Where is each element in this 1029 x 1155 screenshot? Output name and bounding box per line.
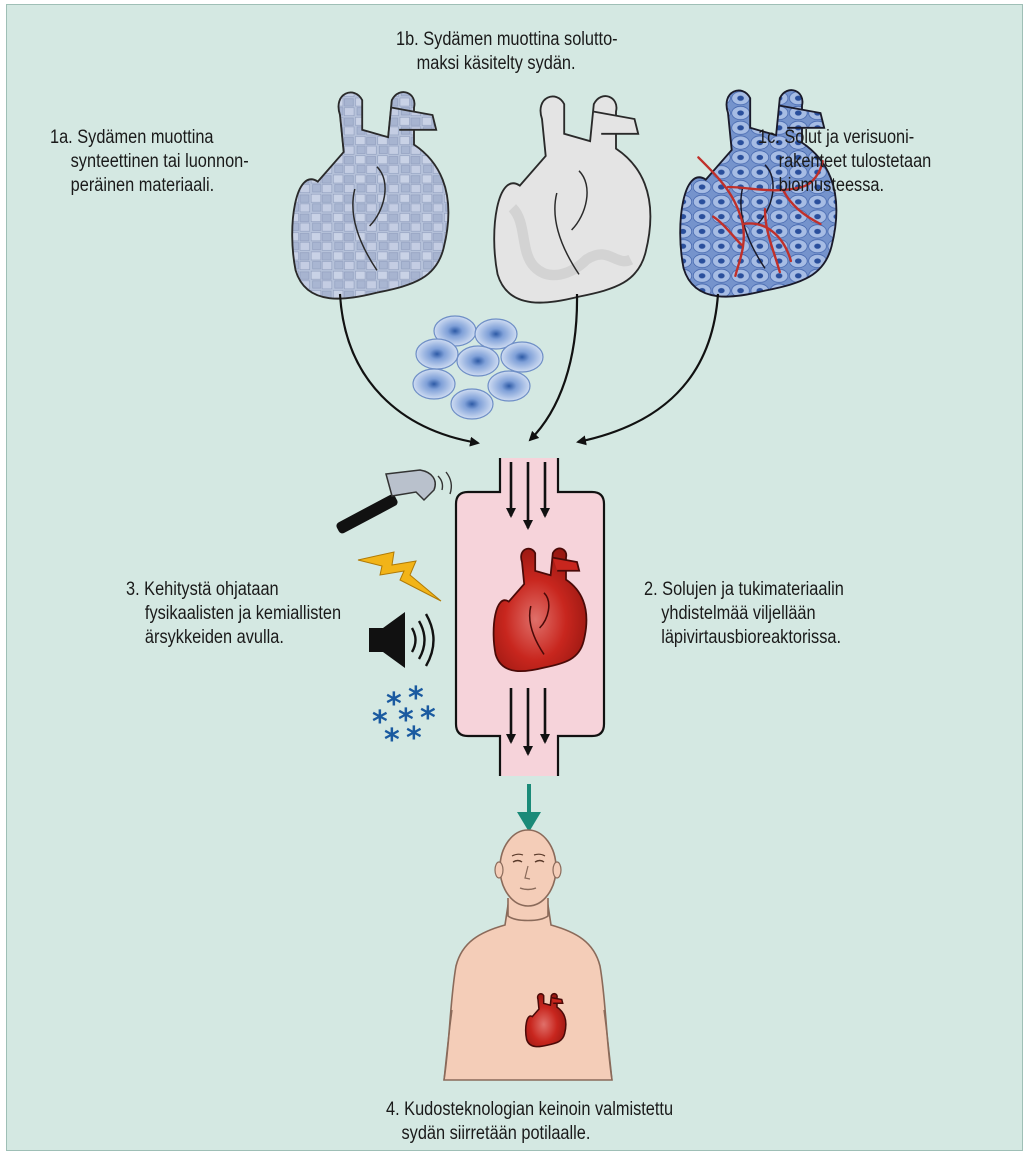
lightning-icon [358, 552, 441, 601]
svg-text:*: * [384, 723, 400, 758]
label-step-1b: 1b. Sydämen muottina solutto- maksi käsi… [396, 28, 618, 76]
hammer-icon [335, 470, 451, 535]
label-step-4: 4. Kudosteknologian keinoin valmistettu … [386, 1098, 673, 1146]
decellularized-heart-icon [494, 96, 650, 303]
svg-text:*: * [420, 701, 436, 736]
speaker-icon [369, 612, 434, 668]
snowflake-icon: * * * * * * * [372, 681, 436, 758]
synthetic-scaffold-heart-icon [292, 92, 448, 299]
bioreactor-icon [456, 458, 604, 776]
transplant-arrow [517, 784, 541, 832]
label-step-1a: 1a. Sydämen muottina synteettinen tai lu… [50, 126, 249, 198]
cells-icon [413, 316, 543, 419]
svg-text:*: * [406, 721, 422, 756]
label-step-2: 2. Solujen ja tukimateriaalin yhdistelmä… [644, 578, 844, 650]
label-step-3: 3. Kehitystä ohjataan fysikaalisten ja k… [126, 578, 341, 650]
label-step-1c: 1c. Solut ja verisuoni- rakenteet tulost… [758, 126, 931, 198]
